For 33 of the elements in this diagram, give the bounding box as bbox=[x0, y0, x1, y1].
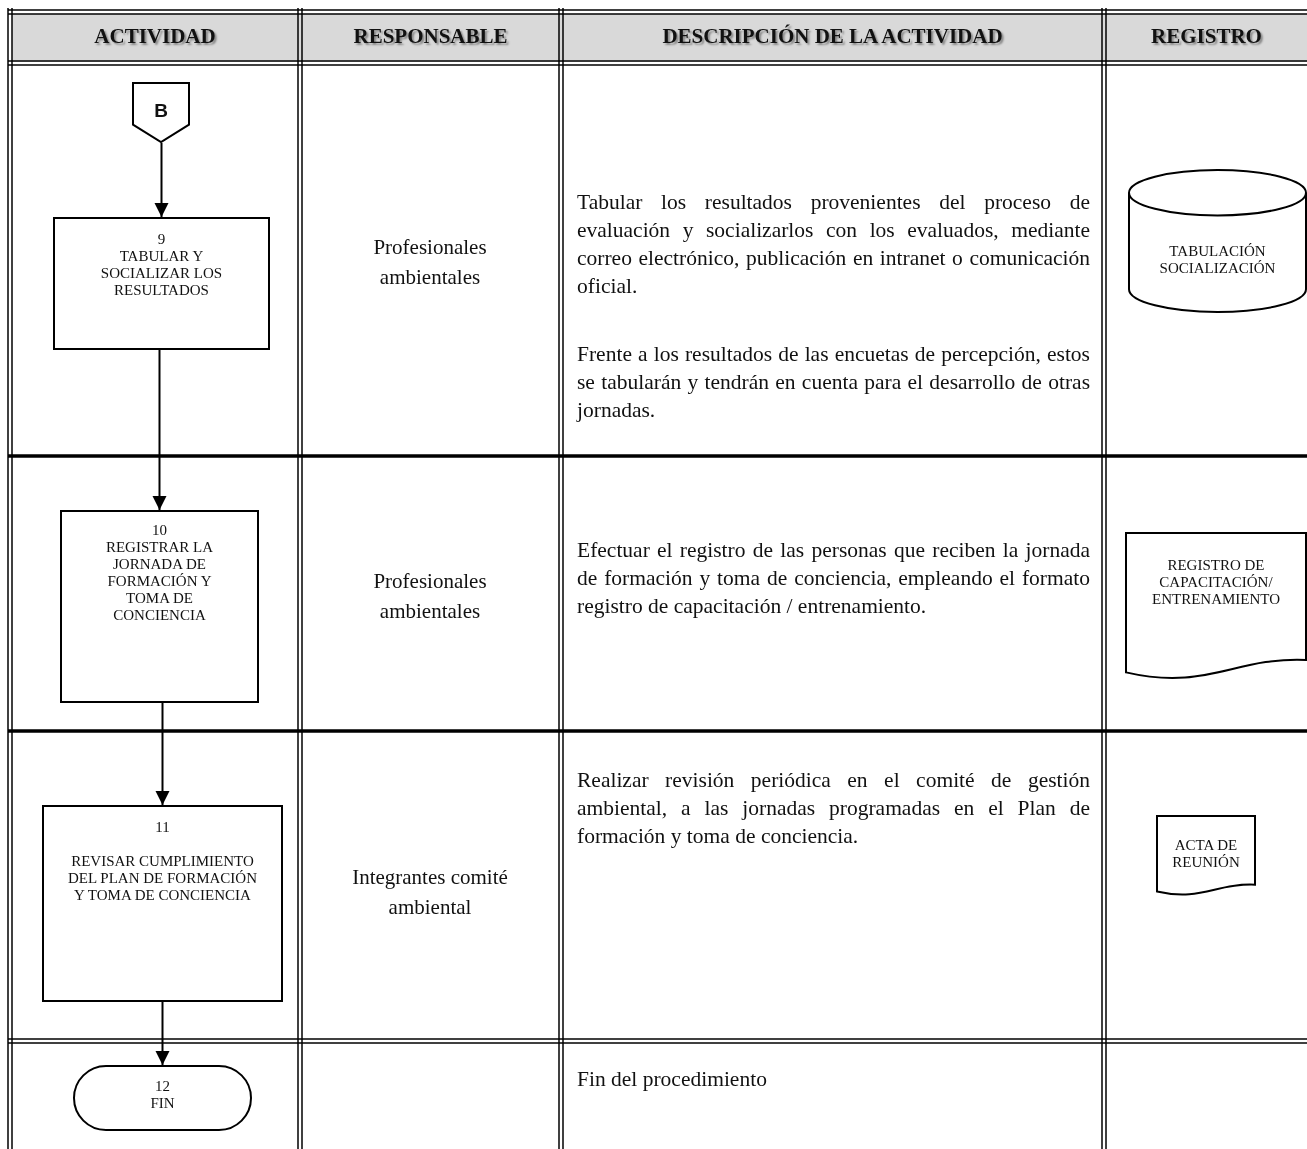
node-label: REVISAR CUMPLIMIENTO DEL PLAN DE FORMACIÓN Y TOMA DE CONCIENCIA bbox=[67, 853, 258, 904]
node-label: ACTA DE REUNIÓN bbox=[1171, 837, 1241, 871]
description-text: Efectuar el registro de las personas que reciben la jornada de formación y toma de conciencia, empleando el formato registro de capacitación / entrenamiento. bbox=[577, 537, 1090, 620]
node-label: TABULAR Y SOCIALIZAR LOS RESULTADOS bbox=[99, 248, 224, 299]
arrow bbox=[155, 1001, 170, 1066]
off-page-connector bbox=[132, 82, 190, 143]
node-label: TABULACIÓN SOCIALIZACIÓN bbox=[1158, 243, 1277, 277]
node-label: REGISTRO DE CAPACITACIÓN/ ENTRENAMIENTO bbox=[1150, 557, 1281, 608]
node-label: FIN bbox=[149, 1095, 176, 1112]
responsible-text: Profesionales ambientales bbox=[372, 568, 488, 625]
step-number: 12 bbox=[154, 1078, 171, 1095]
responsible-text: Integrantes comité ambiental bbox=[351, 864, 509, 921]
description-text: Fin del procedimiento bbox=[577, 1066, 768, 1093]
process-box bbox=[42, 805, 283, 1002]
column-header: REGISTRO bbox=[1150, 24, 1263, 49]
arrow bbox=[152, 349, 167, 511]
step-number: 9 bbox=[156, 231, 167, 248]
database-cylinder bbox=[1128, 170, 1307, 312]
process-box bbox=[53, 217, 270, 350]
column-header: ACTIVIDAD bbox=[93, 24, 217, 49]
arrow bbox=[155, 702, 170, 806]
process-box bbox=[60, 510, 259, 703]
column-header: RESPONSABLE bbox=[352, 24, 509, 49]
responsible-text: Profesionales ambientales bbox=[372, 234, 488, 291]
description-text: Tabular los resultados provenientes del proceso de evaluación y socializarlos con los evaluados, mediante correo electrónico, publicación en intranet o comunicación oficial. bbox=[577, 189, 1090, 300]
step-number: 10 bbox=[151, 522, 168, 539]
description-text: Frente a los resultados de las encuetas de percepción, estos se tabularán y tendrán en cuenta para el desarrollo de otras jornadas. bbox=[577, 341, 1090, 424]
arrow bbox=[154, 142, 169, 218]
description-text: Realizar revisión periódica en el comité de gestión ambiental, a las jornadas programadas en el Plan de formación y toma de conciencia. bbox=[577, 767, 1090, 850]
step-number: 11 bbox=[154, 819, 171, 836]
node-label: REGISTRAR LA JORNADA DE FORMACIÓN Y TOMA DE CONCIENCIA bbox=[104, 539, 215, 624]
column-header: DESCRIPCIÓN DE LA ACTIVIDAD bbox=[661, 24, 1004, 49]
node-label: B bbox=[153, 100, 169, 122]
